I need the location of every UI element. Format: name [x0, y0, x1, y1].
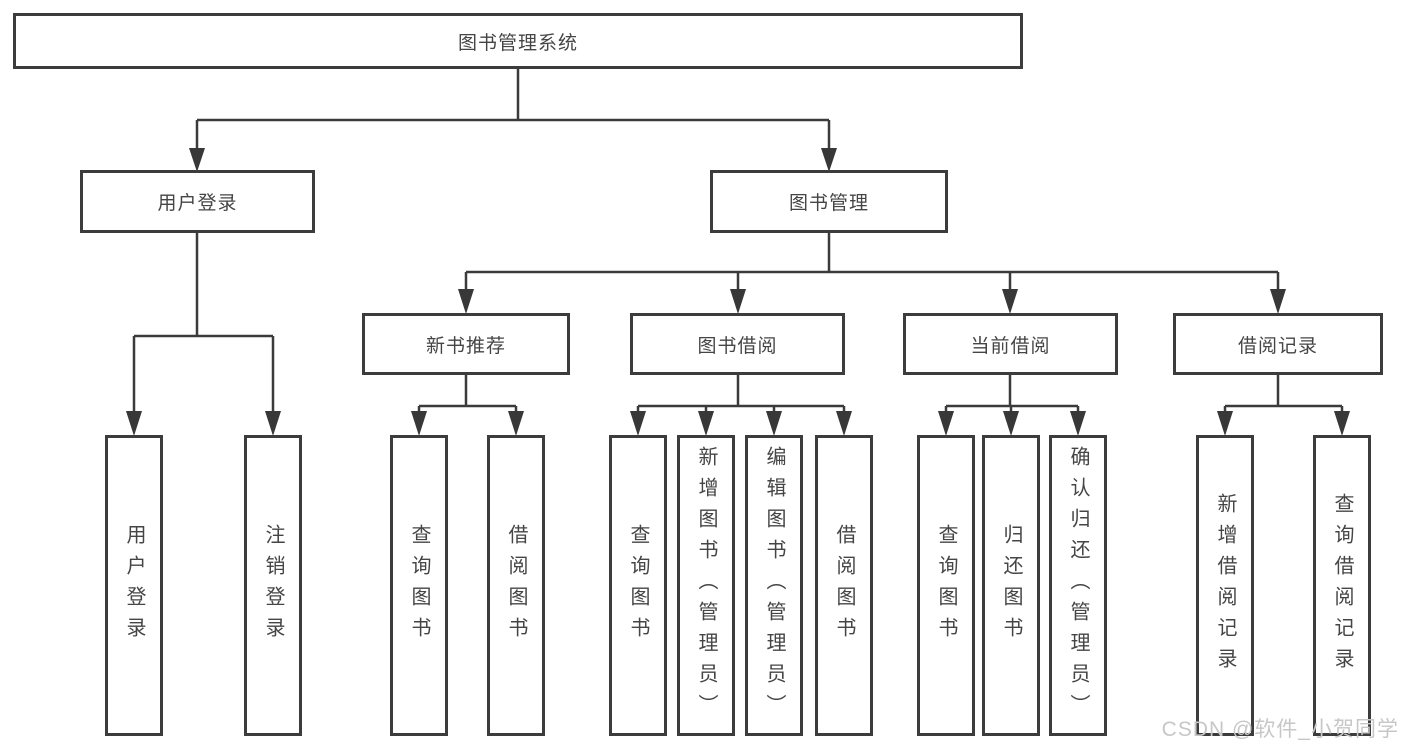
- node-current-borrow: 当前借阅: [903, 313, 1118, 375]
- connector-book-management-to-level3: [458, 233, 1286, 314]
- node-leaf-query-book-1: 查询图书: [390, 435, 448, 736]
- leaf-label: 新增借阅记录: [1214, 492, 1236, 679]
- leaf-label: 借阅图书: [833, 523, 855, 648]
- node-root: 图书管理系统: [13, 13, 1023, 69]
- connector-current-borrow-to-leaves: [938, 375, 1086, 436]
- connector-new-book-recommend-to-leaves: [411, 375, 524, 436]
- node-leaf-query-book-2: 查询图书: [609, 435, 667, 736]
- connector-book-borrow-to-leaves: [630, 375, 852, 436]
- node-user-login: 用户登录: [80, 170, 315, 233]
- node-leaf-query-book-3: 查询图书: [917, 435, 975, 736]
- leaf-label: 查询借阅记录: [1331, 492, 1353, 679]
- node-book-management: 图书管理: [710, 170, 948, 233]
- node-leaf-confirm-return-admin: 确认归还（管理员）: [1049, 435, 1107, 736]
- node-leaf-logout: 注销登录: [244, 435, 302, 736]
- node-leaf-edit-book-admin: 编辑图书（管理员）: [745, 435, 803, 736]
- node-book-borrow: 图书借阅: [630, 313, 845, 375]
- connector-borrow-records-to-leaves: [1217, 375, 1350, 436]
- node-leaf-query-borrow-record: 查询借阅记录: [1313, 435, 1371, 736]
- node-leaf-user-login: 用户登录: [105, 435, 163, 736]
- leaf-label: 编辑图书（管理员）: [763, 446, 785, 725]
- node-leaf-return-book: 归还图书: [982, 435, 1040, 736]
- leaf-label: 确认归还（管理员）: [1067, 446, 1089, 725]
- csdn-watermark: CSDN @软件_小贺同学: [1161, 718, 1399, 741]
- leaf-label: 新增图书（管理员）: [695, 446, 717, 725]
- node-borrow-records: 借阅记录: [1173, 313, 1383, 375]
- node-leaf-borrow-book-2: 借阅图书: [815, 435, 873, 736]
- node-leaf-add-book-admin: 新增图书（管理员）: [677, 435, 735, 736]
- leaf-label: 注销登录: [262, 523, 284, 648]
- connector-root-to-level2: [189, 69, 837, 172]
- leaf-label: 用户登录: [123, 523, 145, 648]
- leaf-label: 查询图书: [935, 523, 957, 648]
- leaf-label: 查询图书: [408, 523, 430, 648]
- node-leaf-add-borrow-record: 新增借阅记录: [1196, 435, 1254, 736]
- connector-user-login-to-leaves: [126, 233, 281, 436]
- leaf-label: 归还图书: [1000, 523, 1022, 648]
- node-new-book-recommend: 新书推荐: [362, 313, 570, 375]
- leaf-label: 借阅图书: [505, 523, 527, 648]
- leaf-label: 查询图书: [627, 523, 649, 648]
- node-leaf-borrow-book-1: 借阅图书: [487, 435, 545, 736]
